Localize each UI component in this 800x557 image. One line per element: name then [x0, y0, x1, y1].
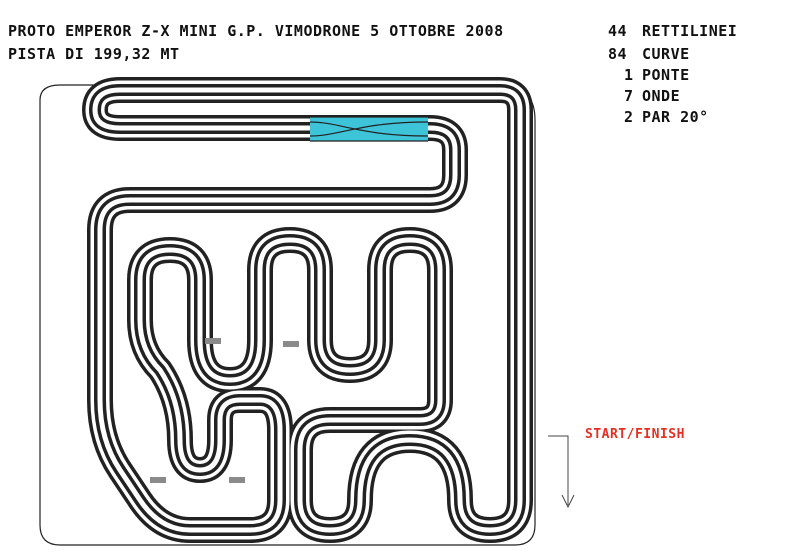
wave-marker	[150, 477, 166, 483]
bridge-highlight	[310, 117, 428, 141]
stat-straights-label: RETTILINEI	[642, 22, 738, 40]
start-finish-arrow	[548, 435, 575, 509]
stat-curves-count: 84	[608, 45, 628, 63]
bridge-crossing	[309, 116, 429, 142]
stat-straights-count: 44	[608, 22, 628, 40]
stat-bridge-count: 1	[624, 66, 634, 84]
start-finish-label: START/FINISH	[585, 427, 685, 442]
stat-waves-count: 7	[624, 87, 634, 105]
track-lane-stroke	[92, 87, 523, 533]
stat-waves-label: ONDE	[642, 87, 681, 105]
track-outer-border	[39, 84, 536, 546]
wave-marker	[205, 338, 221, 344]
track-length: PISTA DI 199,32 MT	[8, 45, 180, 63]
page-title: PROTO EMPEROR Z-X MINI G.P. VIMODRONE 5 …	[8, 22, 504, 40]
wave-marker	[229, 477, 245, 483]
stat-curves-label: CURVE	[642, 45, 690, 63]
stat-banked-count: 2	[624, 108, 634, 126]
track-lanes	[39, 77, 536, 546]
stat-banked-label: PAR 20°	[642, 108, 709, 126]
wave-marker	[283, 341, 299, 347]
stat-bridge-label: PONTE	[642, 66, 690, 84]
wave-markers	[150, 338, 299, 483]
